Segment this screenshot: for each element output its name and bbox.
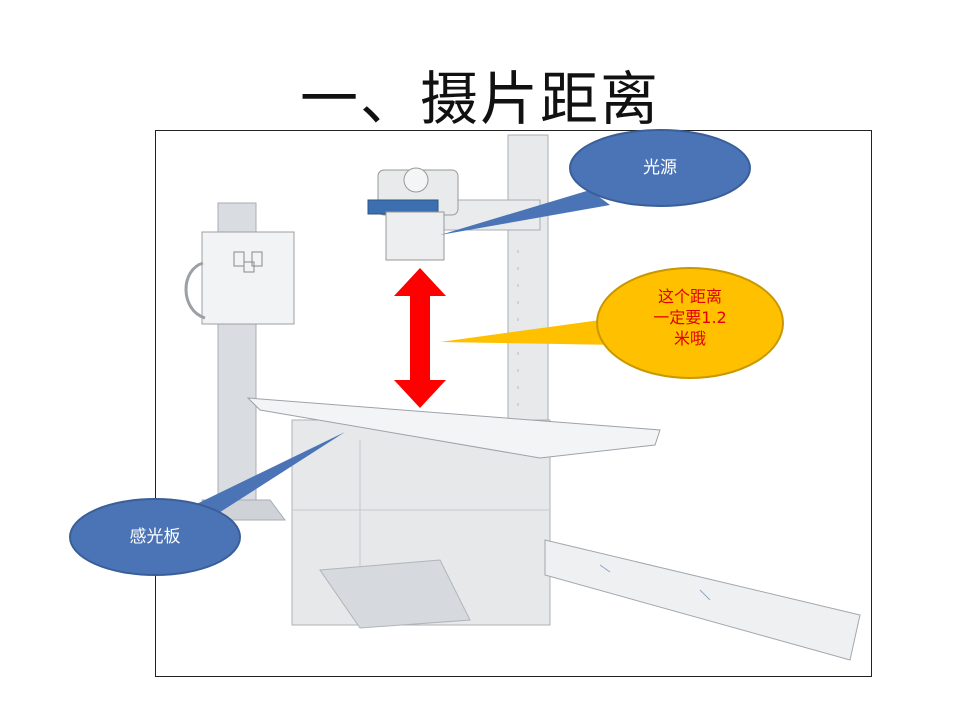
distance-note-line-1: 这个距离 <box>657 287 722 306</box>
callout-detector-plate <box>69 432 345 576</box>
callout-light-source <box>440 129 751 235</box>
floor-rail <box>544 539 861 661</box>
distance-note-line-2: 一定要1.2 <box>653 308 727 327</box>
distance-note-line-3: 米哦 <box>673 329 706 348</box>
wall-stand <box>184 202 295 521</box>
detector-plate-label: 感光板 <box>129 527 181 547</box>
xray-tube-head <box>367 167 459 261</box>
xray-table <box>246 397 661 629</box>
distance-note-text: 这个距离 一定要1.2 米哦 <box>615 286 765 349</box>
distance-double-arrow <box>394 268 446 408</box>
light-source-label: 光源 <box>643 158 677 178</box>
slide-title: 一、摄片距离 <box>299 65 660 133</box>
callout-distance-note <box>440 267 784 379</box>
